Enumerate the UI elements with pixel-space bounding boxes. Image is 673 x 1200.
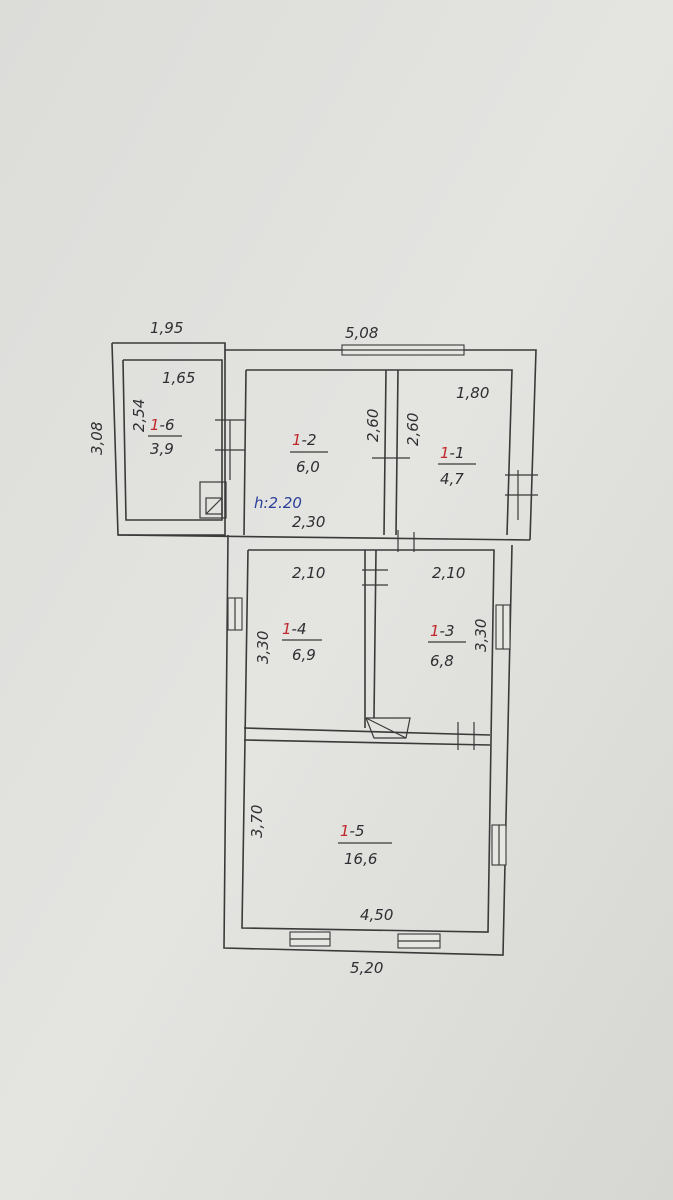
room-1-5: 1-5 16,6 (338, 822, 392, 868)
room-area: 6,8 (430, 652, 454, 670)
stove-icon (199, 481, 227, 519)
room-number: 1-3 (430, 622, 455, 640)
dim-left-height: 3,08 (88, 422, 106, 455)
room-number: 1-4 (282, 620, 307, 638)
room-area: 4,7 (440, 470, 464, 488)
room-dim-b: 2,60 (404, 413, 422, 446)
room-area: 6,9 (292, 646, 316, 664)
room-dim-a: 2,10 (432, 564, 465, 582)
room-dim-b: 2,54 (130, 399, 148, 432)
room-number: 1-1 (440, 444, 465, 462)
room-dim-a: 2,60 (364, 409, 382, 442)
dim-bottom-width: 5,20 (350, 959, 383, 977)
dim-top-right-width: 5,08 (345, 324, 378, 342)
room-1-4: 2,10 3,30 1-4 6,9 (254, 564, 325, 664)
room-1-6: 1,65 2,54 1-6 3,9 (130, 369, 195, 458)
room-dim-a: 1,65 (162, 369, 195, 387)
room-number: 1-5 (340, 822, 365, 840)
room-1-3: 2,10 3,30 1-3 6,8 (428, 564, 490, 670)
room-1-1: 1,80 2,60 1-1 4,7 (404, 384, 489, 488)
room-dim-a: 1,80 (456, 384, 489, 402)
room-dim-b: 3,30 (254, 631, 272, 664)
room-1-2: 2,60 1-2 6,0 (290, 409, 382, 476)
ceiling-height-label: h:2.20 (254, 494, 302, 512)
room-dim-b: 3,30 (472, 619, 490, 652)
room-area: 3,9 (150, 440, 174, 458)
dim-top-left-width: 1,95 (150, 319, 183, 337)
walls (111, 342, 537, 956)
room-dim-a: 2,10 (292, 564, 325, 582)
dim-room5-width: 4,50 (360, 906, 393, 924)
openings (199, 344, 538, 949)
room-area: 6,0 (296, 458, 320, 476)
dim-corridor-width: 2,30 (292, 513, 325, 531)
room-area: 16,6 (344, 850, 377, 868)
room-number: 1-6 (150, 416, 175, 434)
room-number: 1-2 (292, 431, 317, 449)
dim-room5-height: 3,70 (248, 805, 266, 838)
